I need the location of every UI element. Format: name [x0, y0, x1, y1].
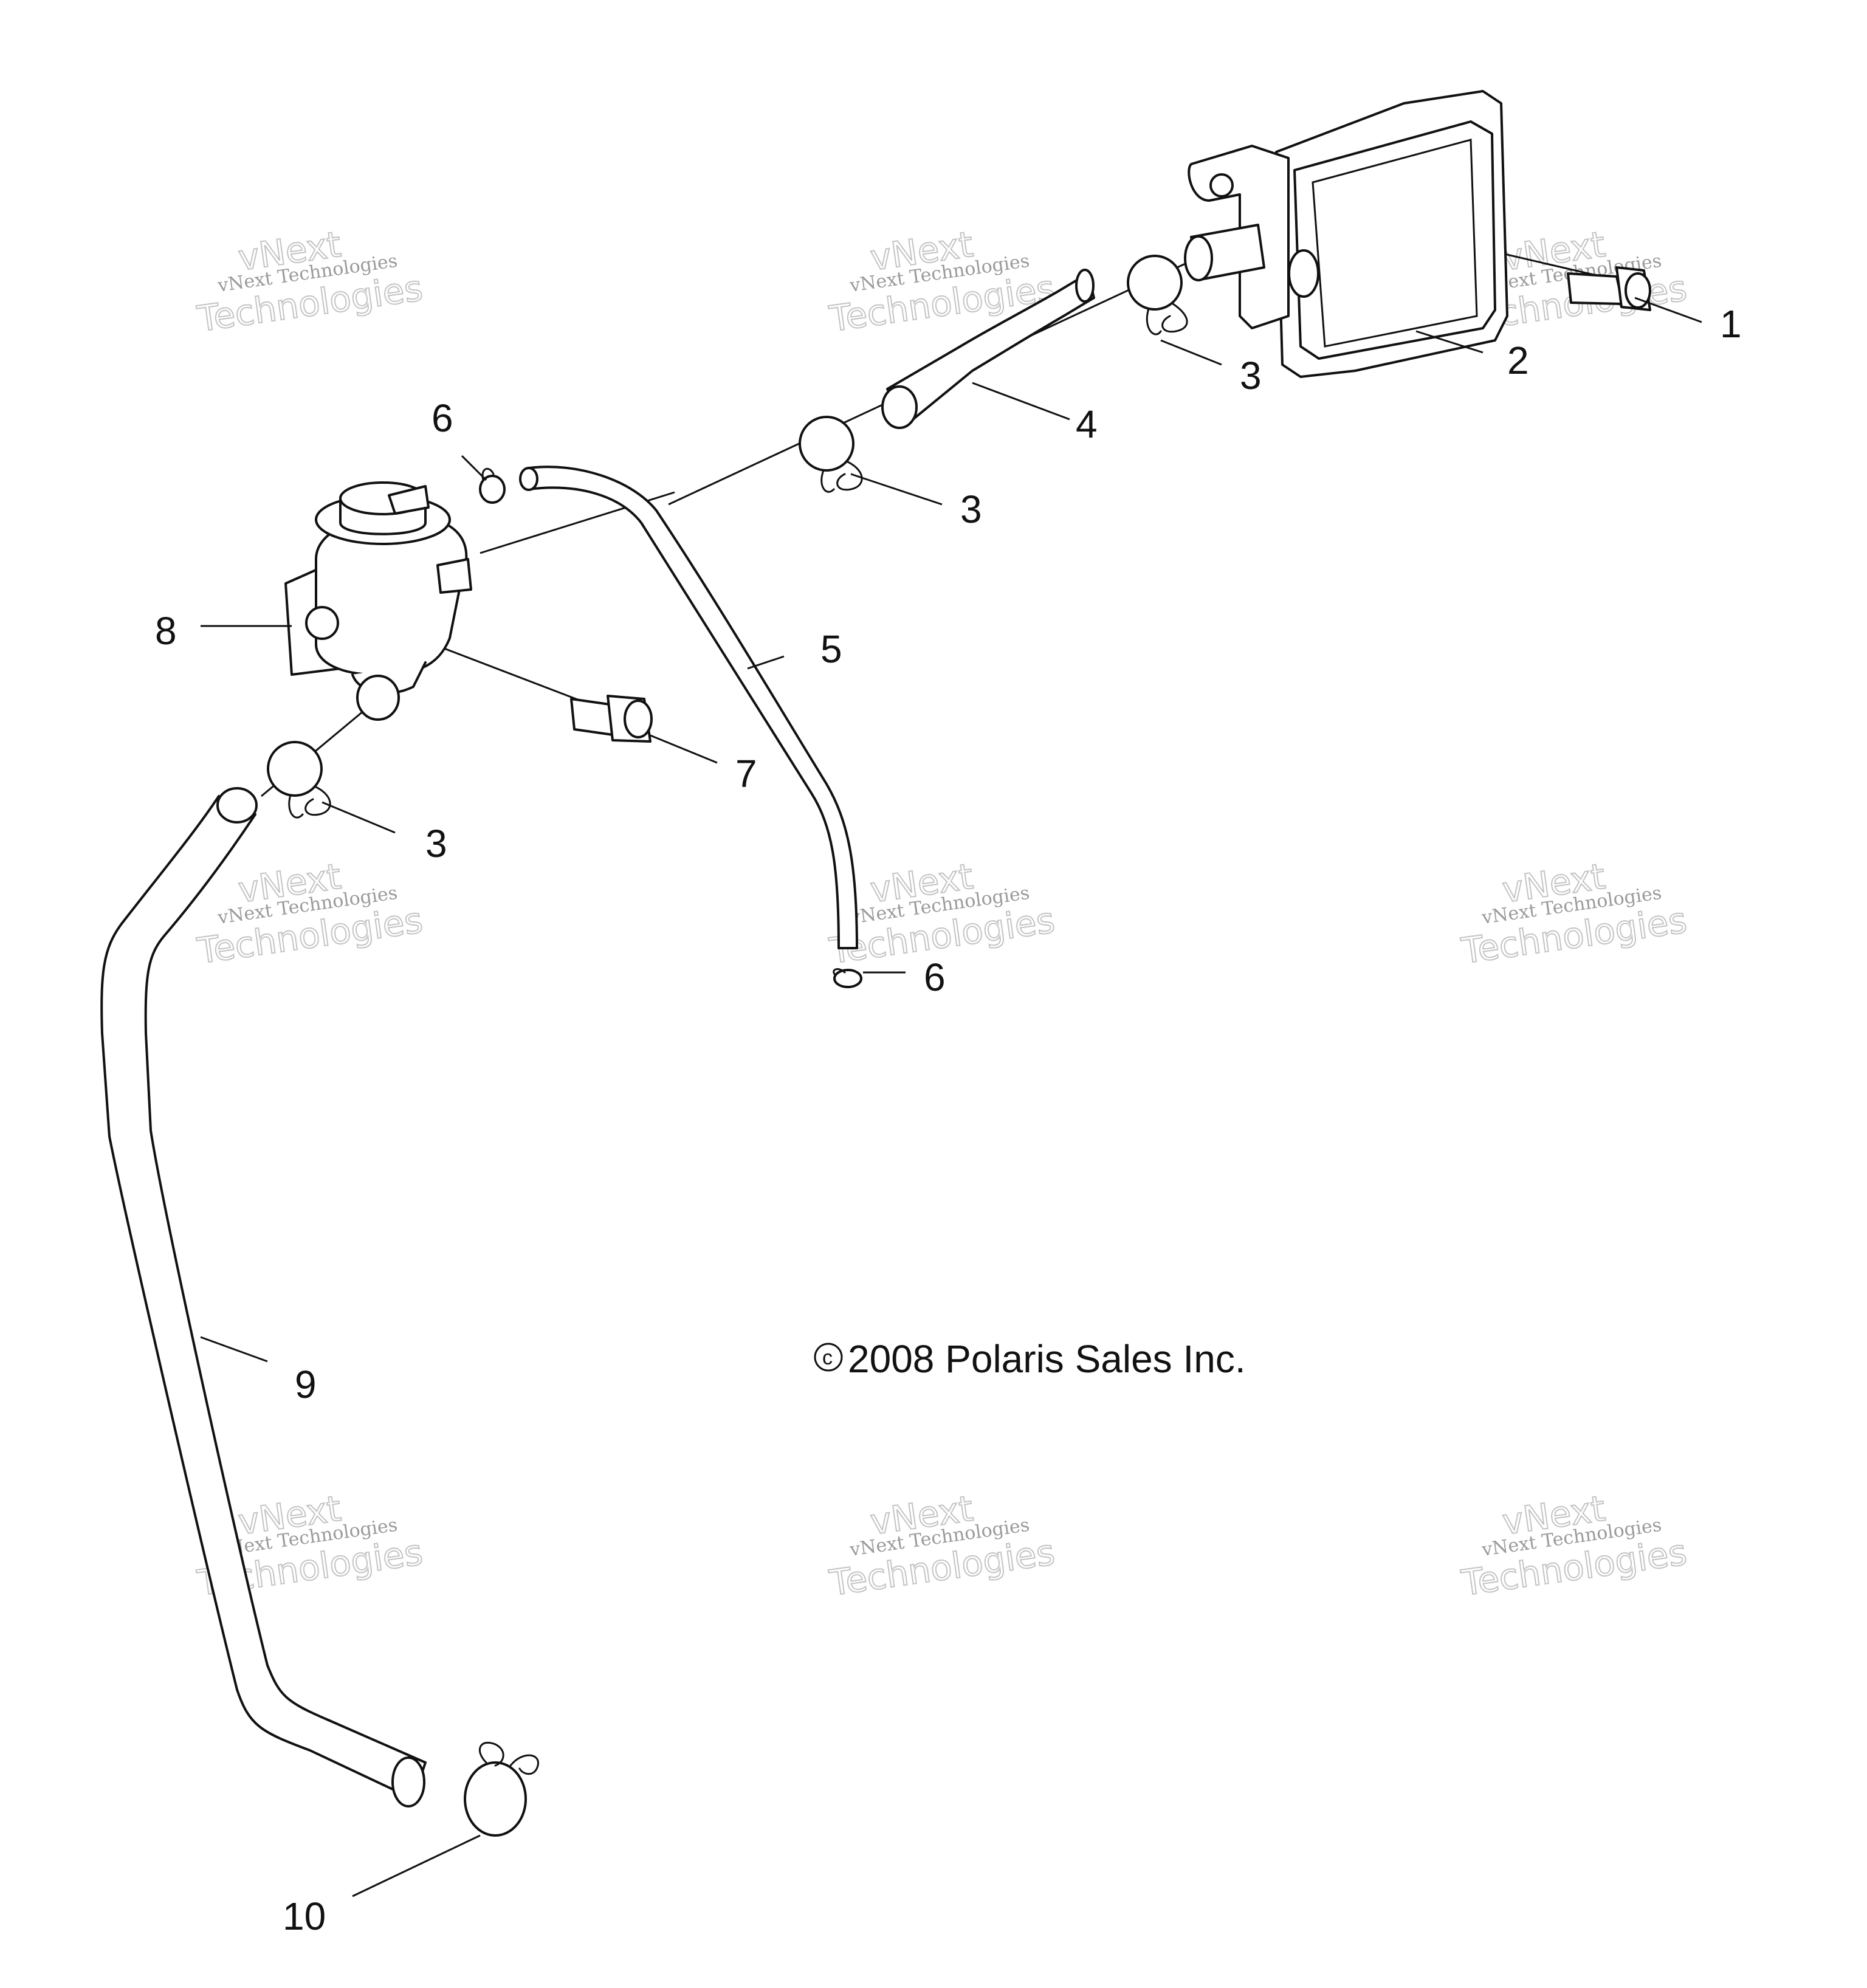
part-3-clamp [799, 416, 863, 493]
callout-3: 3 [1240, 354, 1262, 397]
callout-3: 3 [425, 822, 447, 865]
part-9-hose [100, 787, 427, 1807]
part-4-hose [881, 269, 1095, 429]
part-7-bolt [570, 695, 653, 743]
callout-labels: 1 2 3 4 6 3 8 5 7 3 6 9 10 [155, 302, 1742, 1938]
watermark: vNext vNext Technologies Technologies [1458, 1487, 1690, 1605]
callout-6: 6 [924, 955, 946, 999]
callout-1: 1 [1720, 302, 1742, 346]
part-6-clip [833, 968, 862, 988]
part-1-bolt [1567, 266, 1651, 311]
watermark-grid: vNext vNext Technologies Technologies vN… [194, 223, 1690, 1605]
callout-10: 10 [283, 1894, 326, 1938]
part-10-clamp [464, 1741, 539, 1837]
callout-4: 4 [1076, 402, 1098, 446]
callout-9: 9 [295, 1363, 317, 1406]
copyright-notice: c 2008 Polaris Sales Inc. [814, 1337, 1246, 1381]
callout-2: 2 [1507, 339, 1529, 382]
part-2-canister [1184, 90, 1508, 378]
copyright-symbol: c [822, 1346, 833, 1369]
watermark: vNext vNext Technologies Technologies [826, 1487, 1057, 1605]
watermark: vNext vNext Technologies Technologies [194, 855, 425, 972]
copyright-text: 2008 Polaris Sales Inc. [848, 1337, 1246, 1381]
watermark: vNext vNext Technologies Technologies [1458, 855, 1690, 972]
callout-6: 6 [432, 396, 453, 440]
part-3-clamp [267, 741, 331, 819]
callout-5: 5 [820, 627, 842, 671]
watermark: vNext vNext Technologies Technologies [826, 223, 1057, 340]
callout-7: 7 [735, 752, 757, 796]
callout-8: 8 [155, 609, 177, 653]
part-6-clip [479, 467, 506, 504]
watermark: vNext vNext Technologies Technologies [194, 223, 425, 340]
part-5-hose [519, 466, 858, 949]
callout-3: 3 [960, 487, 982, 531]
leader-lines [200, 297, 1702, 1897]
part-8-valve [284, 481, 472, 721]
part-3-clamp [1127, 255, 1188, 335]
